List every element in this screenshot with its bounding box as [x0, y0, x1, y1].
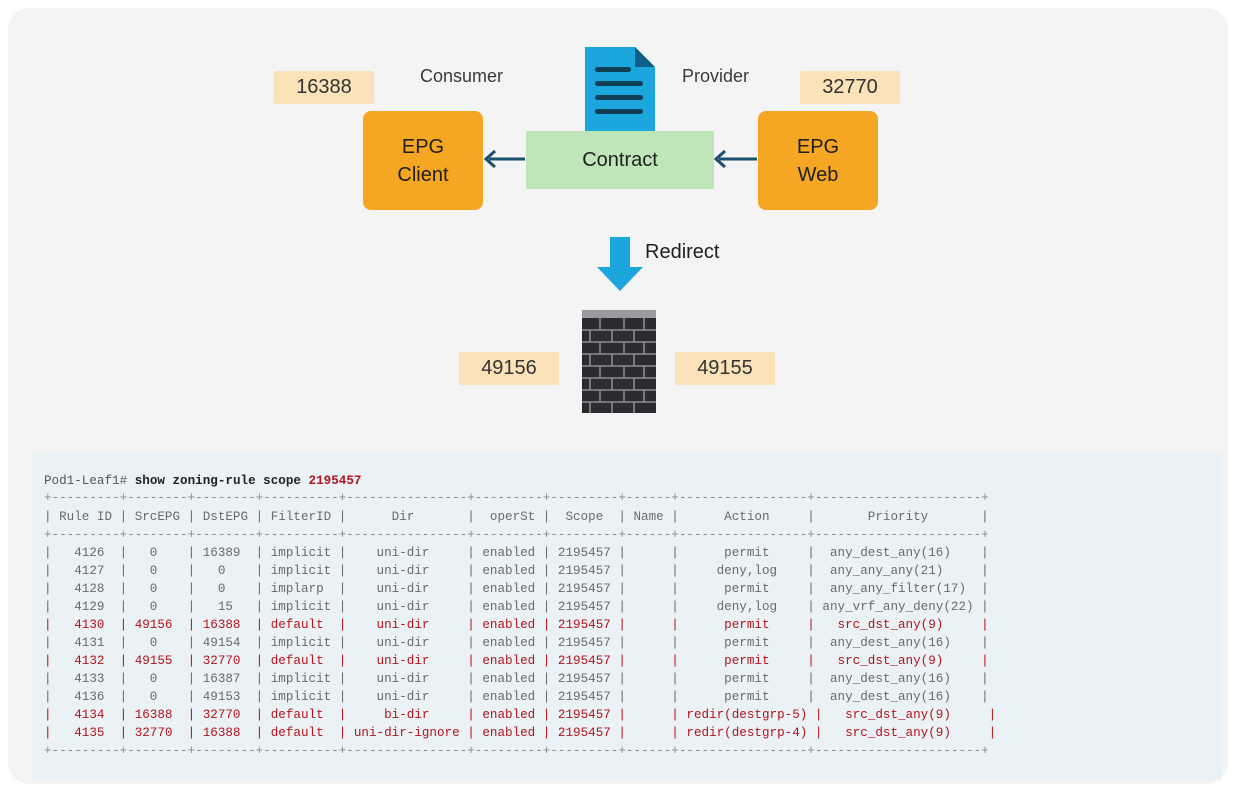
- provider-label: Provider: [682, 66, 750, 86]
- arrow-left-icon: [483, 149, 525, 169]
- consumer-epg-id-tag: 16388: [274, 71, 374, 104]
- table-border: +---------+--------+--------+----------+…: [44, 528, 989, 542]
- table-row: | 4131 | 0 | 49154 | implicit | uni-dir …: [44, 636, 989, 650]
- table-row: | 4130 | 49156 | 16388 | default | uni-d…: [44, 618, 989, 632]
- table-row: | 4133 | 0 | 16387 | implicit | uni-dir …: [44, 672, 989, 686]
- cli-scope-value: 2195457: [308, 474, 362, 488]
- cli-prompt: Pod1-Leaf1#: [44, 474, 135, 488]
- firewall-right-tag: 49155: [675, 352, 775, 385]
- table-row: | 4135 | 32770 | 16388 | default | uni-d…: [44, 726, 997, 740]
- arrow-down-icon: [597, 237, 643, 291]
- table-row: | 4129 | 0 | 15 | implicit | uni-dir | e…: [44, 600, 989, 614]
- document-icon: [585, 47, 655, 137]
- cli-output-panel: [33, 453, 1221, 780]
- table-row: | 4127 | 0 | 0 | implicit | uni-dir | en…: [44, 564, 989, 578]
- epg-web-line2: Web: [797, 163, 839, 186]
- provider-epg-id-tag: 32770: [800, 71, 900, 104]
- consumer-label: Consumer: [420, 66, 504, 86]
- arrow-left-icon: [713, 149, 757, 169]
- table-row: | 4132 | 49155 | 32770 | default | uni-d…: [44, 654, 989, 668]
- firewall-icon: [582, 310, 656, 413]
- redirect-label: Redirect: [645, 241, 720, 263]
- firewall-left-tag: 49156: [459, 352, 559, 385]
- table-row: | 4128 | 0 | 0 | implarp | uni-dir | ena…: [44, 582, 989, 596]
- epg-client-line1: EPG: [401, 135, 445, 158]
- table-row: | 4134 | 16388 | 32770 | default | bi-di…: [44, 708, 997, 722]
- table-row: | 4136 | 0 | 49153 | implicit | uni-dir …: [44, 690, 989, 704]
- table-border: +---------+--------+--------+----------+…: [44, 491, 989, 505]
- epg-client-line2: Client: [397, 163, 449, 186]
- cli-prompt-line: Pod1-Leaf1# show zoning-rule scope 21954…: [44, 474, 361, 488]
- table-row: | 4126 | 0 | 16389 | implicit | uni-dir …: [44, 546, 989, 560]
- table-header: | Rule ID | SrcEPG | DstEPG | FilterID |…: [44, 510, 989, 524]
- epg-web-line1: EPG: [796, 135, 840, 158]
- epg-client-box: EPG Client: [363, 111, 483, 210]
- epg-web-box: EPG Web: [758, 111, 878, 210]
- table-border: +---------+--------+--------+----------+…: [44, 744, 989, 758]
- contract-box: Contract: [526, 131, 714, 189]
- cli-command: show zoning-rule scope: [134, 474, 309, 488]
